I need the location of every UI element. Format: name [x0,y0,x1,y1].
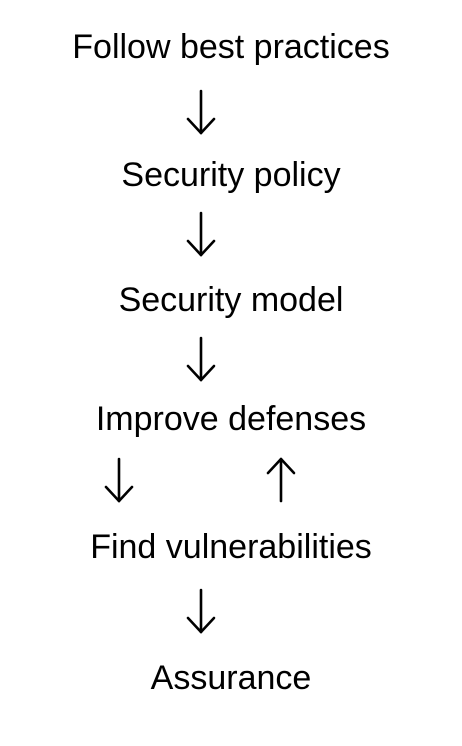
step-assurance: Assurance [150,659,312,697]
arrow-down-5-icon [181,586,221,636]
step-follow-best-practices: Follow best practices [72,28,390,66]
step-security-policy: Security policy [121,156,341,194]
step-security-model: Security model [118,281,344,319]
arrow-down-1-icon [181,87,221,137]
step-find-vulnerabilities: Find vulnerabilities [90,528,372,566]
step-improve-defenses: Improve defenses [95,400,367,438]
arrow-down-4-icon [99,455,139,505]
arrow-down-3-icon [181,334,221,384]
arrow-down-2-icon [181,209,221,259]
arrow-up-icon [261,455,301,505]
